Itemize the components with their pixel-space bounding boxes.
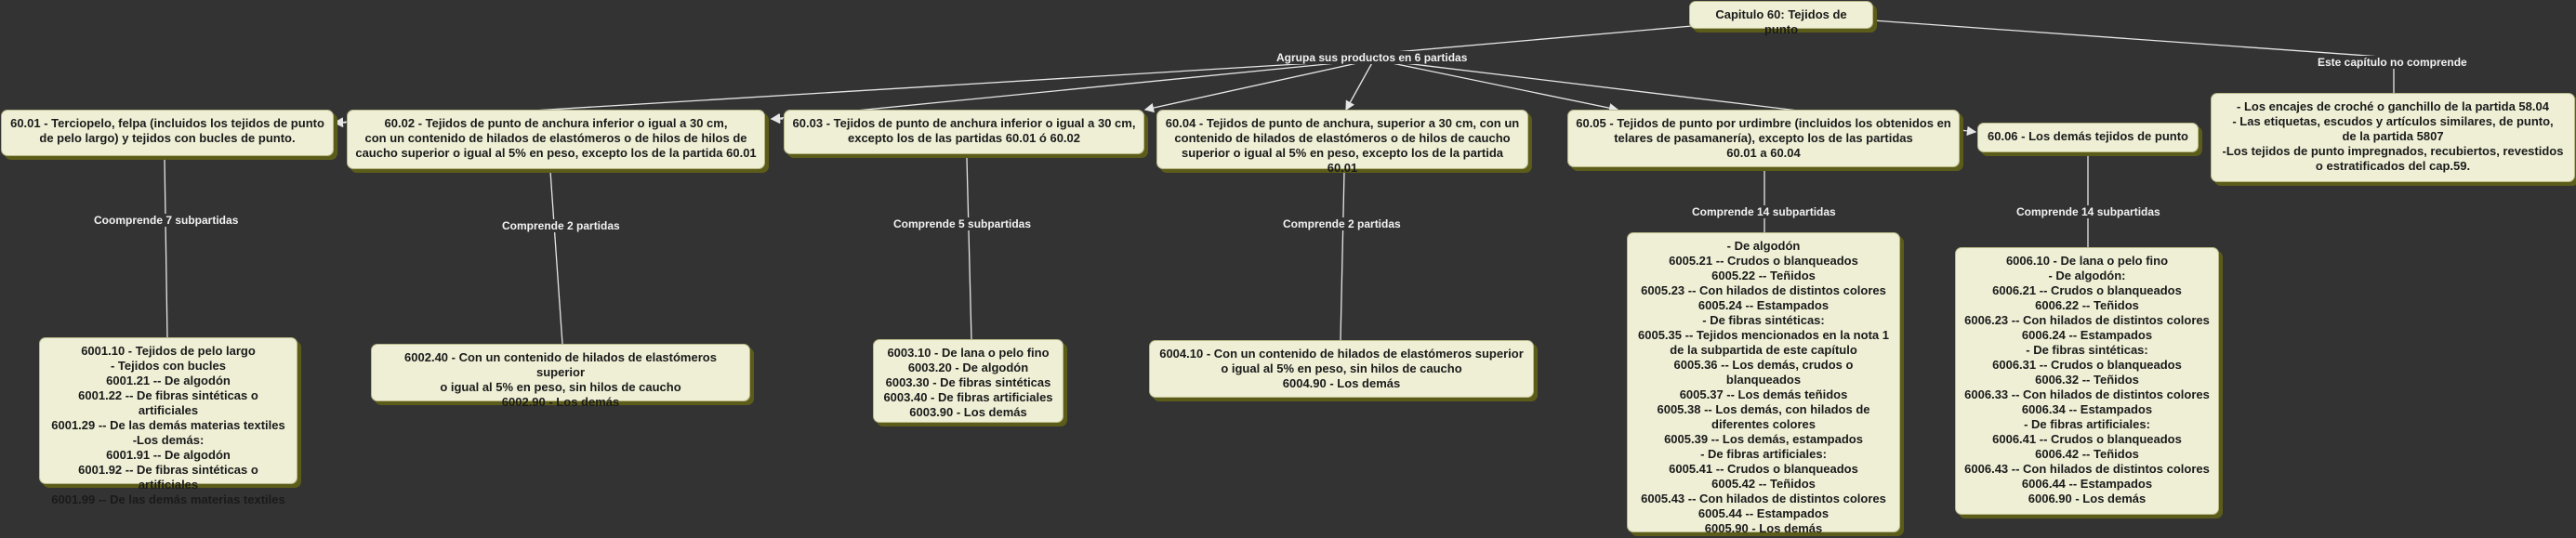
detail-60-05[interactable]: - De algodón 6005.21 -- Crudos o blanque… [1627, 232, 1900, 535]
heading-60-03[interactable]: 60.03 - Tejidos de punto de anchura infe… [784, 110, 1144, 154]
link-label-60-03: Comprende 5 subpartidas [891, 217, 1035, 230]
detail-60-06[interactable]: 6006.10 - De lana o pelo fino - De algod… [1955, 247, 2219, 515]
link-label-60-05: Comprende 14 subpartidas [1689, 205, 1839, 218]
link-label-60-01: Coomprende 7 subpartidas [91, 214, 242, 227]
exclusion-link-label: Este capítulo no comprende [2315, 56, 2470, 69]
link-label-60-04: Comprende 2 partidas [1280, 217, 1404, 230]
heading-60-06[interactable]: 60.06 - Los demás tejidos de punto [1977, 123, 2199, 152]
partidas-link-label: Agrupa sus productos en 6 partidas [1274, 51, 1471, 64]
detail-60-04[interactable]: 6004.10 - Con un contenido de hilados de… [1149, 340, 1534, 398]
heading-60-02[interactable]: 60.02 - Tejidos de punto de anchura infe… [347, 110, 765, 169]
detail-60-02[interactable]: 6002.40 - Con un contenido de hilados de… [371, 344, 750, 409]
exclusions-box[interactable]: - Los encajes de croché o ganchillo de l… [2211, 93, 2575, 182]
detail-60-01[interactable]: 6001.10 - Tejidos de pelo largo - Tejido… [39, 337, 297, 506]
heading-60-04[interactable]: 60.04 - Tejidos de punto de anchura, sup… [1156, 110, 1528, 175]
link-label-60-02: Comprende 2 partidas [499, 219, 623, 232]
link-label-60-06: Comprende 14 subpartidas [2014, 205, 2163, 218]
heading-60-05[interactable]: 60.05 - Tejidos de punto por urdimbre (i… [1567, 110, 1960, 167]
detail-60-03[interactable]: 6003.10 - De lana o pelo fino 6003.20 - … [873, 339, 1063, 423]
root-node[interactable]: Capitulo 60: Tejidos de punto [1689, 1, 1873, 36]
heading-60-01[interactable]: 60.01 - Terciopelo, felpa (incluidos los… [1, 110, 334, 156]
